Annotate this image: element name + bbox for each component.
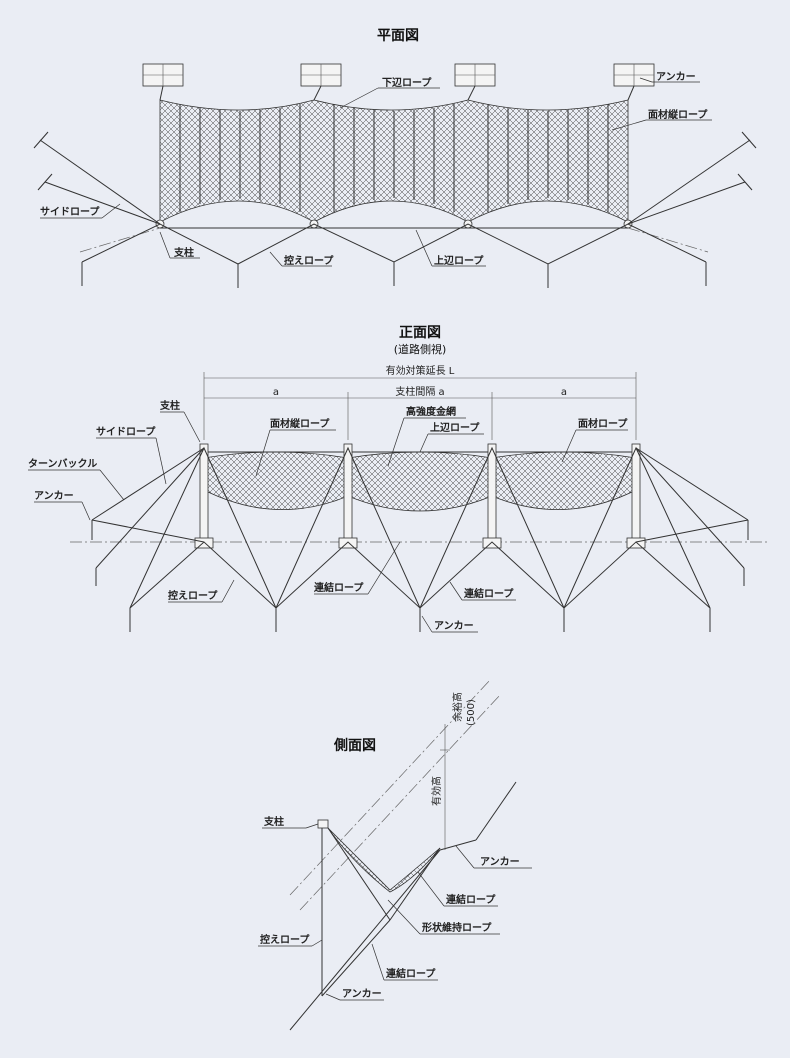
front-subtitle: (道路側視) [394,342,447,356]
side-slope-lines [289,679,517,1031]
front-view: 正面図 (道路側視) 有効対策延長 L a 支柱間隔 a a [28,325,770,633]
front-mesh-label: 高強度金網 [406,405,456,418]
front-post-label: 支柱 [159,399,180,412]
side-post-label: 支柱 [263,815,284,828]
plan-side-ropes [33,131,757,225]
front-vertical-rope-label: 面材縦ロープ [270,417,330,430]
plan-title: 平面図 [377,28,419,44]
side-view: 側面図 余裕高 (500) 有効高 支柱 アンカー 連結ロー [258,679,532,1031]
plan-side-rope-label: サイドロープ [40,205,100,218]
front-anchor-label: アンカー [34,490,74,502]
side-connecting-rope-lower-label: 連結ロープ [386,967,436,980]
side-anchor-right-label: アンカー [480,856,520,868]
side-anchor-bottom-label: アンカー [342,988,382,1000]
plan-upper-rope-label: 上辺ロープ [434,254,484,267]
front-effective-length-label: 有効対策延長 L [386,364,455,377]
front-side-rope-label: サイドロープ [96,425,156,438]
plan-view: 平面図 [33,28,757,288]
plan-lower-rope-label: 下辺ロープ [382,76,432,89]
front-dimensions [203,372,637,440]
front-turnbuckle-label: ターンバックル [28,458,97,470]
side-height-dimension [440,724,450,850]
front-post-spacing-label: 支柱間隔 a [395,385,444,398]
side-title: 側面図 [333,737,376,754]
front-panel-rope-label: 面材ロープ [578,417,628,430]
front-span-a-right: a [561,387,567,398]
side-margin-value-label: (500) [466,699,477,726]
front-stay-ropes [129,446,711,632]
front-title: 正面図 [399,325,441,341]
plan-anchor-blocks [142,63,655,87]
side-shape-rope-label: 形状維持ロープ [422,921,492,934]
side-net [327,827,441,893]
plan-post-label: 支柱 [173,246,194,259]
front-stay-rope-label: 控えロープ [168,589,218,602]
side-effective-height-label: 有効高 [430,776,443,806]
plan-anchor-label: アンカー [656,71,696,83]
front-side-ropes [91,447,749,586]
plan-vertical-rope-label: 面材縦ロープ [648,108,708,121]
front-span-a-left: a [273,387,279,398]
plan-stay-rope-label: 控えロープ [284,254,334,267]
front-anchor-bottom-label: アンカー [434,620,474,632]
side-margin-height-label: 余裕高 [451,692,464,722]
front-connecting-rope-2-label: 連結ロープ [464,587,514,600]
plan-stay-ropes [81,223,707,288]
front-connecting-rope-1-label: 連結ロープ [314,581,364,594]
plan-vertical-ropes [179,104,609,212]
side-stay-rope-label: 控えロープ [260,933,310,946]
front-posts [194,443,646,549]
side-connecting-rope-upper-label: 連結ロープ [446,893,496,906]
front-upper-rope-label: 上辺ロープ [430,421,480,434]
front-net [203,451,637,512]
